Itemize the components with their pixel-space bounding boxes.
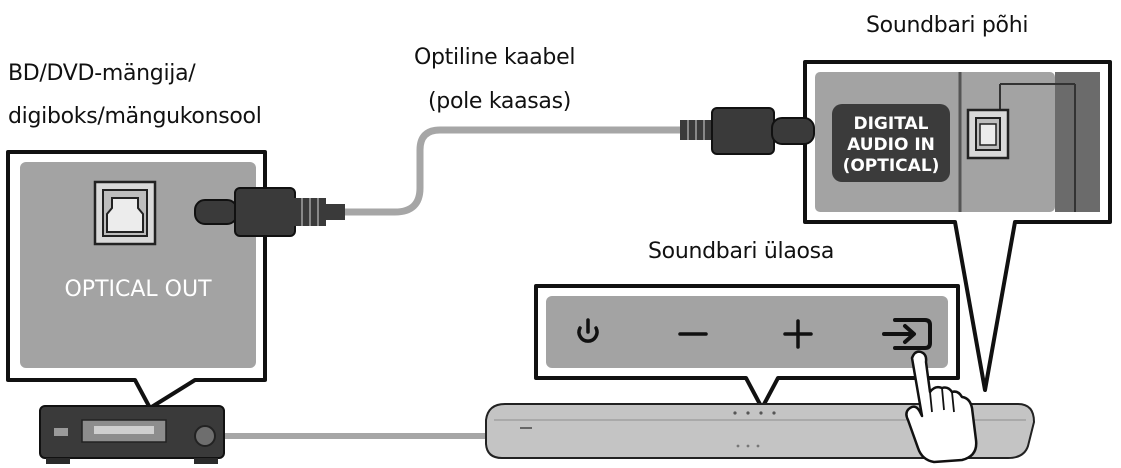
soundbar-top-label: Soundbari ülaosa [648,239,835,264]
digital-audio-in-label-line3: (OPTICAL) [843,156,940,176]
bd-dvd-player [39,405,225,464]
source-input-icon[interactable] [882,318,932,350]
soundbar-top-panel-callout [534,284,960,410]
optical-plug-source [194,187,345,237]
source-device-label-line1: BD/DVD-mängija/ [8,61,196,86]
source-device-label-line2: digiboks/mängukonsool [8,104,262,129]
digital-audio-in-callout [803,60,1112,392]
digital-audio-in-port-icon [966,108,1010,160]
soundbar-bottom-label: Soundbari põhi [866,13,1029,38]
optical-plug-soundbar [680,107,815,155]
cable-label-line1: Optiline kaabel [414,45,576,70]
optical-out-port-icon [93,180,157,246]
power-icon[interactable] [577,318,599,343]
soundbar [485,403,1036,459]
plus-icon[interactable] [783,319,813,349]
digital-audio-in-label-line2: AUDIO IN [847,135,935,155]
digital-audio-in-label-line1: DIGITAL [854,114,929,134]
optical-cable [341,126,684,216]
optical-out-label: OPTICAL OUT [64,277,212,302]
cable-label-line2: (pole kaasas) [428,89,572,114]
finger-hand-icon [905,350,978,464]
